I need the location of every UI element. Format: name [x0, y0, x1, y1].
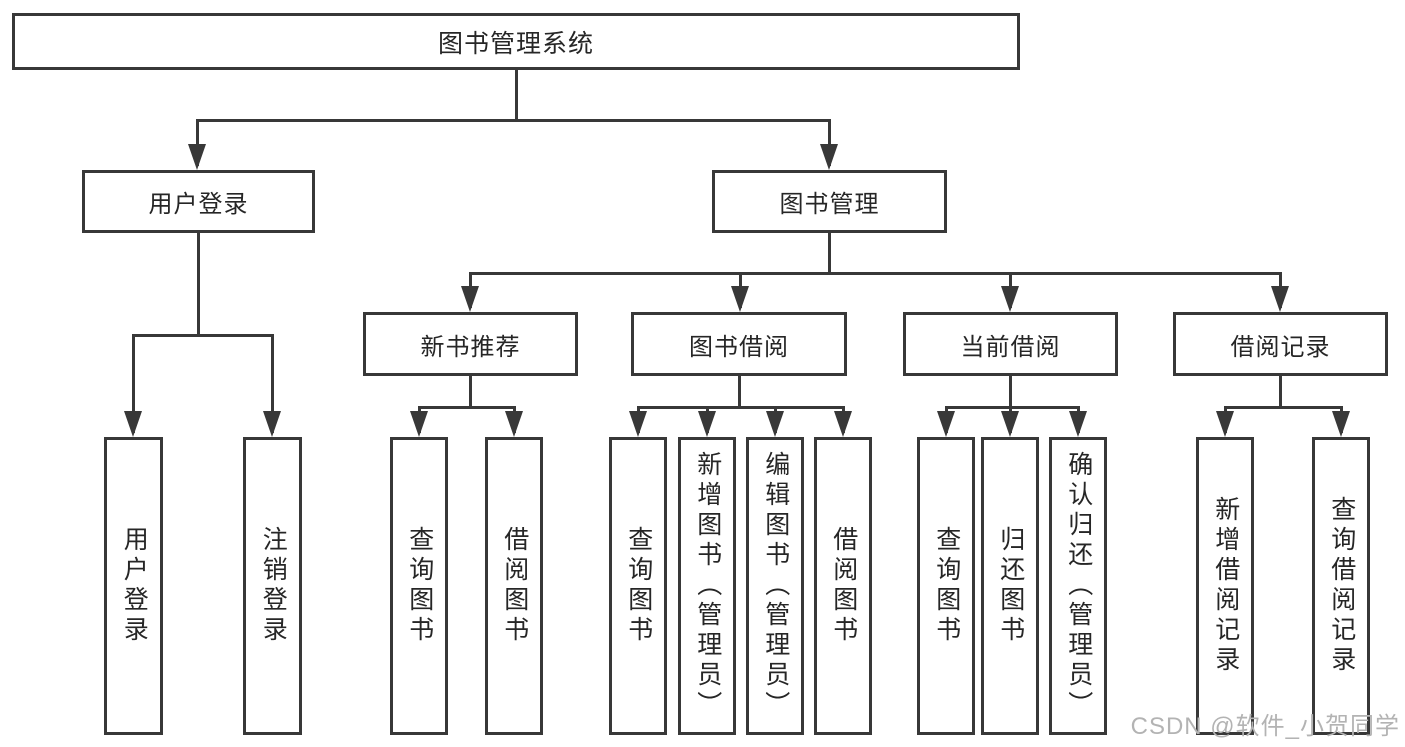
node-label: 借阅图书 — [829, 526, 858, 646]
node-label: 借阅图书 — [500, 526, 529, 646]
arrow-down-icon — [124, 411, 142, 437]
arrow-down-icon — [766, 411, 784, 437]
arrow-down-icon — [937, 411, 955, 437]
arrow-down-icon — [1001, 411, 1019, 437]
arrow-down-icon — [1001, 286, 1019, 312]
node-book-management: 图书管理 — [712, 170, 947, 233]
connector-line — [737, 375, 741, 409]
leaf-query-books-current: 查询图书 — [917, 437, 975, 735]
leaf-return-books: 归还图书 — [981, 437, 1039, 735]
connector-line — [1008, 375, 1012, 409]
node-label: 归还图书 — [996, 526, 1025, 646]
node-label: 注销登录 — [259, 526, 288, 646]
arrow-down-icon — [263, 411, 281, 437]
arrow-down-icon — [1069, 411, 1087, 437]
node-label: 编辑图书（管理员） — [761, 451, 790, 721]
node-label: 图书借阅 — [689, 333, 789, 361]
node-label: 查询图书 — [624, 526, 653, 646]
csdn-watermark: CSDN @软件_小贺同学 — [1130, 713, 1400, 740]
node-book-borrow: 图书借阅 — [631, 312, 847, 376]
connector-line — [131, 333, 274, 337]
node-label: 查询图书 — [405, 526, 434, 646]
node-label: 图书管理系统 — [437, 29, 594, 58]
connector-line — [195, 118, 199, 166]
arrow-down-icon — [731, 286, 749, 312]
node-user-login: 用户登录 — [82, 170, 315, 233]
leaf-query-books-borrow: 查询图书 — [609, 437, 667, 735]
node-label: 借阅记录 — [1230, 333, 1331, 361]
connector-line — [514, 70, 518, 122]
arrow-down-icon — [410, 411, 428, 437]
node-label: 新增图书（管理员） — [693, 451, 722, 721]
connector-line — [468, 375, 472, 409]
arrow-down-icon — [698, 411, 716, 437]
node-label: 图书管理 — [779, 191, 880, 218]
node-label: 用户登录 — [148, 191, 249, 218]
arrow-down-icon — [629, 411, 647, 437]
connector-line — [636, 405, 845, 409]
arrow-down-icon — [505, 411, 523, 437]
node-label: 新增借阅记录 — [1211, 496, 1240, 676]
arrow-down-icon — [834, 411, 852, 437]
connector-line — [827, 118, 831, 166]
node-label: 当前借阅 — [960, 333, 1061, 361]
connector-line — [417, 405, 516, 409]
arrow-down-icon — [188, 144, 206, 170]
node-label: 查询借阅记录 — [1327, 496, 1356, 676]
leaf-logout: 注销登录 — [243, 437, 302, 735]
leaf-add-borrow-record: 新增借阅记录 — [1196, 437, 1254, 735]
leaf-query-books-recommend: 查询图书 — [390, 437, 448, 735]
connector-line — [195, 118, 831, 122]
arrow-down-icon — [820, 144, 838, 170]
node-label: 用户登录 — [120, 526, 149, 646]
connector-line — [827, 233, 831, 275]
connector-line — [131, 333, 135, 433]
leaf-borrow-books-recommend: 借阅图书 — [485, 437, 543, 735]
leaf-borrow-books: 借阅图书 — [814, 437, 872, 735]
arrow-down-icon — [1332, 411, 1350, 437]
connector-line — [1278, 375, 1282, 409]
leaf-edit-books-admin: 编辑图书（管理员） — [746, 437, 804, 735]
node-book-management-system: 图书管理系统 — [12, 13, 1020, 70]
node-label: 新书推荐 — [420, 333, 521, 361]
leaf-query-borrow-record: 查询借阅记录 — [1312, 437, 1370, 735]
node-label: 查询图书 — [932, 526, 961, 646]
leaf-confirm-return-admin: 确认归还（管理员） — [1049, 437, 1107, 735]
connector-line — [1223, 405, 1343, 409]
connector-line — [468, 271, 1282, 275]
node-label: 确认归还（管理员） — [1064, 451, 1093, 721]
node-new-book-recommend: 新书推荐 — [363, 312, 578, 376]
node-borrow-records: 借阅记录 — [1173, 312, 1388, 376]
connector-line — [196, 233, 200, 337]
connector-line — [944, 405, 1080, 409]
arrow-down-icon — [1271, 286, 1289, 312]
connector-line — [270, 333, 274, 433]
leaf-user-login: 用户登录 — [104, 437, 163, 735]
arrow-down-icon — [1216, 411, 1234, 437]
leaf-add-books-admin: 新增图书（管理员） — [678, 437, 736, 735]
arrow-down-icon — [461, 286, 479, 312]
node-current-borrow: 当前借阅 — [903, 312, 1118, 376]
